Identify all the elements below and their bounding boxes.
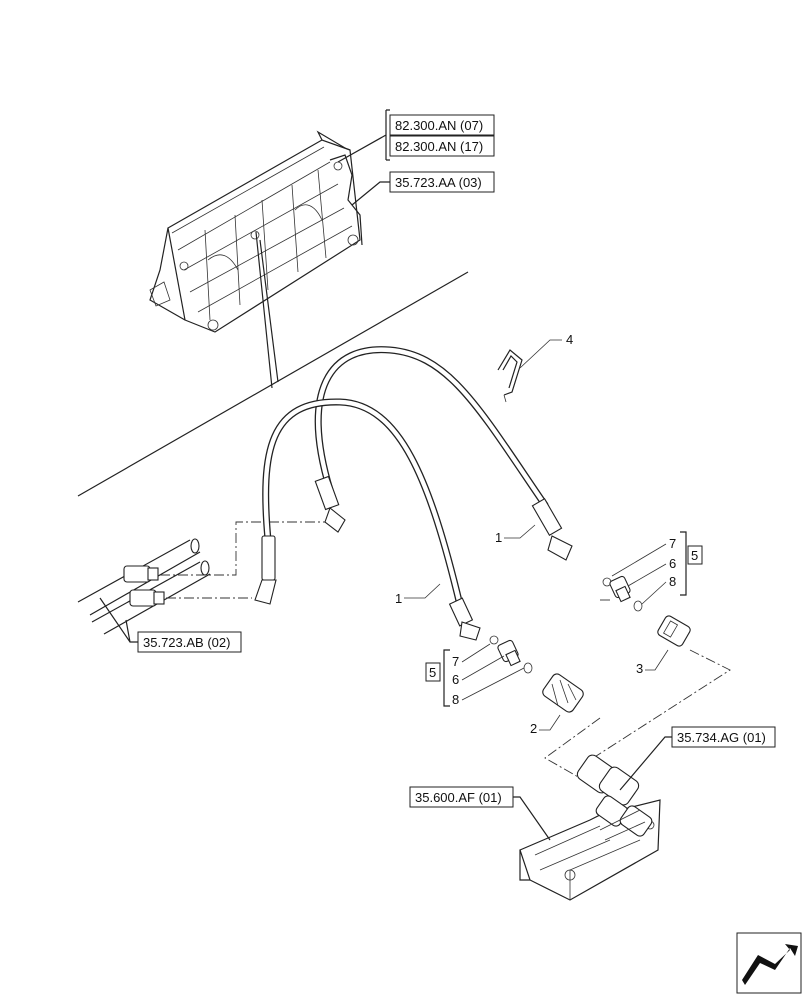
steel-pipes-illustration	[77, 538, 211, 635]
ref-82-300-an-17[interactable]: 82.300.AN (17)	[389, 135, 495, 157]
hose-assemblies	[254, 346, 573, 641]
leader-line	[519, 339, 562, 369]
loader-bucket-illustration	[149, 130, 363, 389]
callout-kit-upper-6: 6	[669, 556, 676, 571]
callout-kit-upper-8: 8	[669, 574, 676, 589]
kit-box-lower[interactable]	[425, 662, 441, 682]
leader-line	[461, 643, 525, 701]
callout-coupler-upper: 3	[636, 661, 643, 676]
leader-line	[99, 597, 138, 643]
callout-kit-upper: 5	[691, 548, 698, 563]
leader-line	[404, 583, 441, 599]
seal-kit-lower	[489, 635, 533, 674]
kit-bracket-upper	[680, 531, 687, 596]
ref-35-723-aa-03[interactable]: 35.723.AA (03)	[389, 171, 495, 193]
callout-kit-lower-6: 6	[452, 672, 459, 687]
seal-kit-upper	[602, 575, 643, 612]
callout-kit-upper-7: 7	[669, 536, 676, 551]
kit-box-upper[interactable]	[687, 545, 703, 565]
ref-label: 35.723.AB (02)	[143, 635, 230, 650]
connection-lines	[160, 521, 731, 779]
callout-kit-lower-7: 7	[452, 654, 459, 669]
leader-line	[504, 524, 536, 539]
ref-label: 82.300.AN (07)	[395, 118, 483, 133]
callout-hose-upper: 1	[495, 530, 502, 545]
quick-coupler-3	[657, 615, 691, 647]
callout-coupler-lower: 2	[530, 721, 537, 736]
ref-35-723-ab-02[interactable]: 35.723.AB (02)	[137, 631, 242, 653]
leader-line	[611, 543, 667, 605]
ref-bracket	[337, 109, 390, 163]
callout-kit-lower-8: 8	[452, 692, 459, 707]
valve-block-illustration	[519, 754, 661, 901]
retaining-clip	[497, 349, 523, 403]
leader-line	[539, 714, 561, 731]
callout-kit-lower: 5	[429, 665, 436, 680]
quick-coupler-2	[542, 673, 584, 713]
leader-line	[619, 736, 672, 791]
leader-line	[351, 181, 390, 206]
callout-clip: 4	[566, 332, 573, 347]
ref-label: 35.723.AA (03)	[395, 175, 482, 190]
section-divider	[77, 271, 469, 497]
callout-hose-lower: 1	[395, 591, 402, 606]
ref-label: 35.600.AF (01)	[415, 790, 502, 805]
navigation-arrow-icon	[736, 932, 802, 994]
leader-line	[645, 649, 669, 671]
kit-bracket-lower	[443, 649, 450, 707]
ref-35-734-ag-01[interactable]: 35.734.AG (01)	[671, 726, 776, 748]
ref-label: 35.734.AG (01)	[677, 730, 766, 745]
leader-line	[513, 796, 551, 841]
ref-82-300-an-07[interactable]: 82.300.AN (07)	[389, 114, 495, 136]
ref-35-600-af-01[interactable]: 35.600.AF (01)	[409, 786, 514, 808]
ref-label: 82.300.AN (17)	[395, 139, 483, 154]
